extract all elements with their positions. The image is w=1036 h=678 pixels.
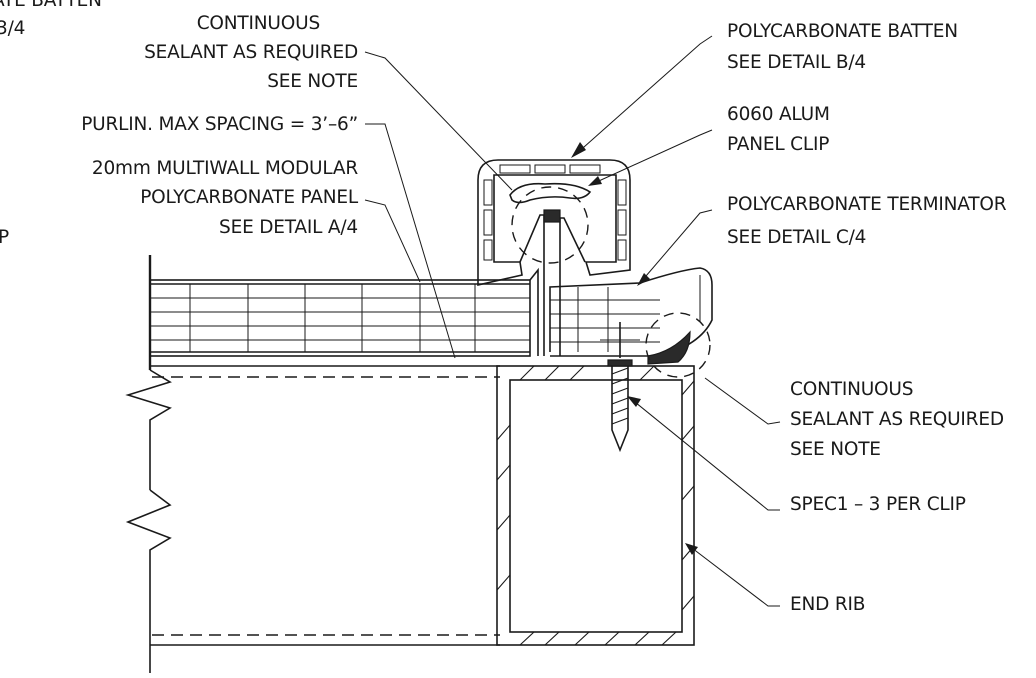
terminator bbox=[549, 267, 713, 378]
label-panel-1: 20mm MULTIWALL MODULAR bbox=[92, 158, 358, 179]
multiwall-panel bbox=[149, 267, 539, 357]
label-batten-1: POLYCARBONATE BATTEN bbox=[727, 21, 958, 42]
label-top-left-fragment-2: 3/4 bbox=[0, 18, 25, 39]
label-purlin: PURLIN. MAX SPACING = 3’–6” bbox=[81, 114, 358, 135]
panel-clip bbox=[511, 186, 589, 356]
screw bbox=[600, 322, 640, 453]
label-sealant-top-1: CONTINUOUS bbox=[197, 13, 320, 34]
end-rib bbox=[496, 365, 695, 646]
label-sealant-top-3: SEE NOTE bbox=[267, 71, 358, 92]
label-left-fragment-p: P bbox=[0, 227, 9, 248]
label-sealant-right-1: CONTINUOUS bbox=[790, 379, 913, 400]
label-sealant-right-2: SEALANT AS REQUIRED bbox=[790, 409, 1004, 430]
label-screw: SPEC1 – 3 PER CLIP bbox=[790, 494, 966, 515]
label-clip-2: PANEL CLIP bbox=[727, 134, 829, 155]
label-sealant-right-3: SEE NOTE bbox=[790, 439, 881, 460]
label-panel-3: SEE DETAIL A/4 bbox=[219, 217, 358, 238]
leader-lines bbox=[364, 35, 781, 607]
label-end-rib: END RIB bbox=[790, 594, 865, 615]
label-terminator-2: SEE DETAIL C/4 bbox=[727, 227, 866, 248]
label-clip-1: 6060 ALUM bbox=[727, 104, 830, 125]
end-rib-hatching bbox=[496, 365, 695, 646]
label-terminator-1: POLYCARBONATE TERMINATOR bbox=[727, 194, 1007, 215]
batten bbox=[477, 159, 631, 287]
label-panel-2: POLYCARBONATE PANEL bbox=[140, 187, 359, 208]
label-sealant-top-2: SEALANT AS REQUIRED bbox=[144, 42, 358, 63]
purlin-structure bbox=[125, 255, 500, 673]
label-batten-2: SEE DETAIL B/4 bbox=[727, 52, 866, 73]
label-top-left-fragment-1: ATE BATTEN bbox=[0, 0, 102, 11]
